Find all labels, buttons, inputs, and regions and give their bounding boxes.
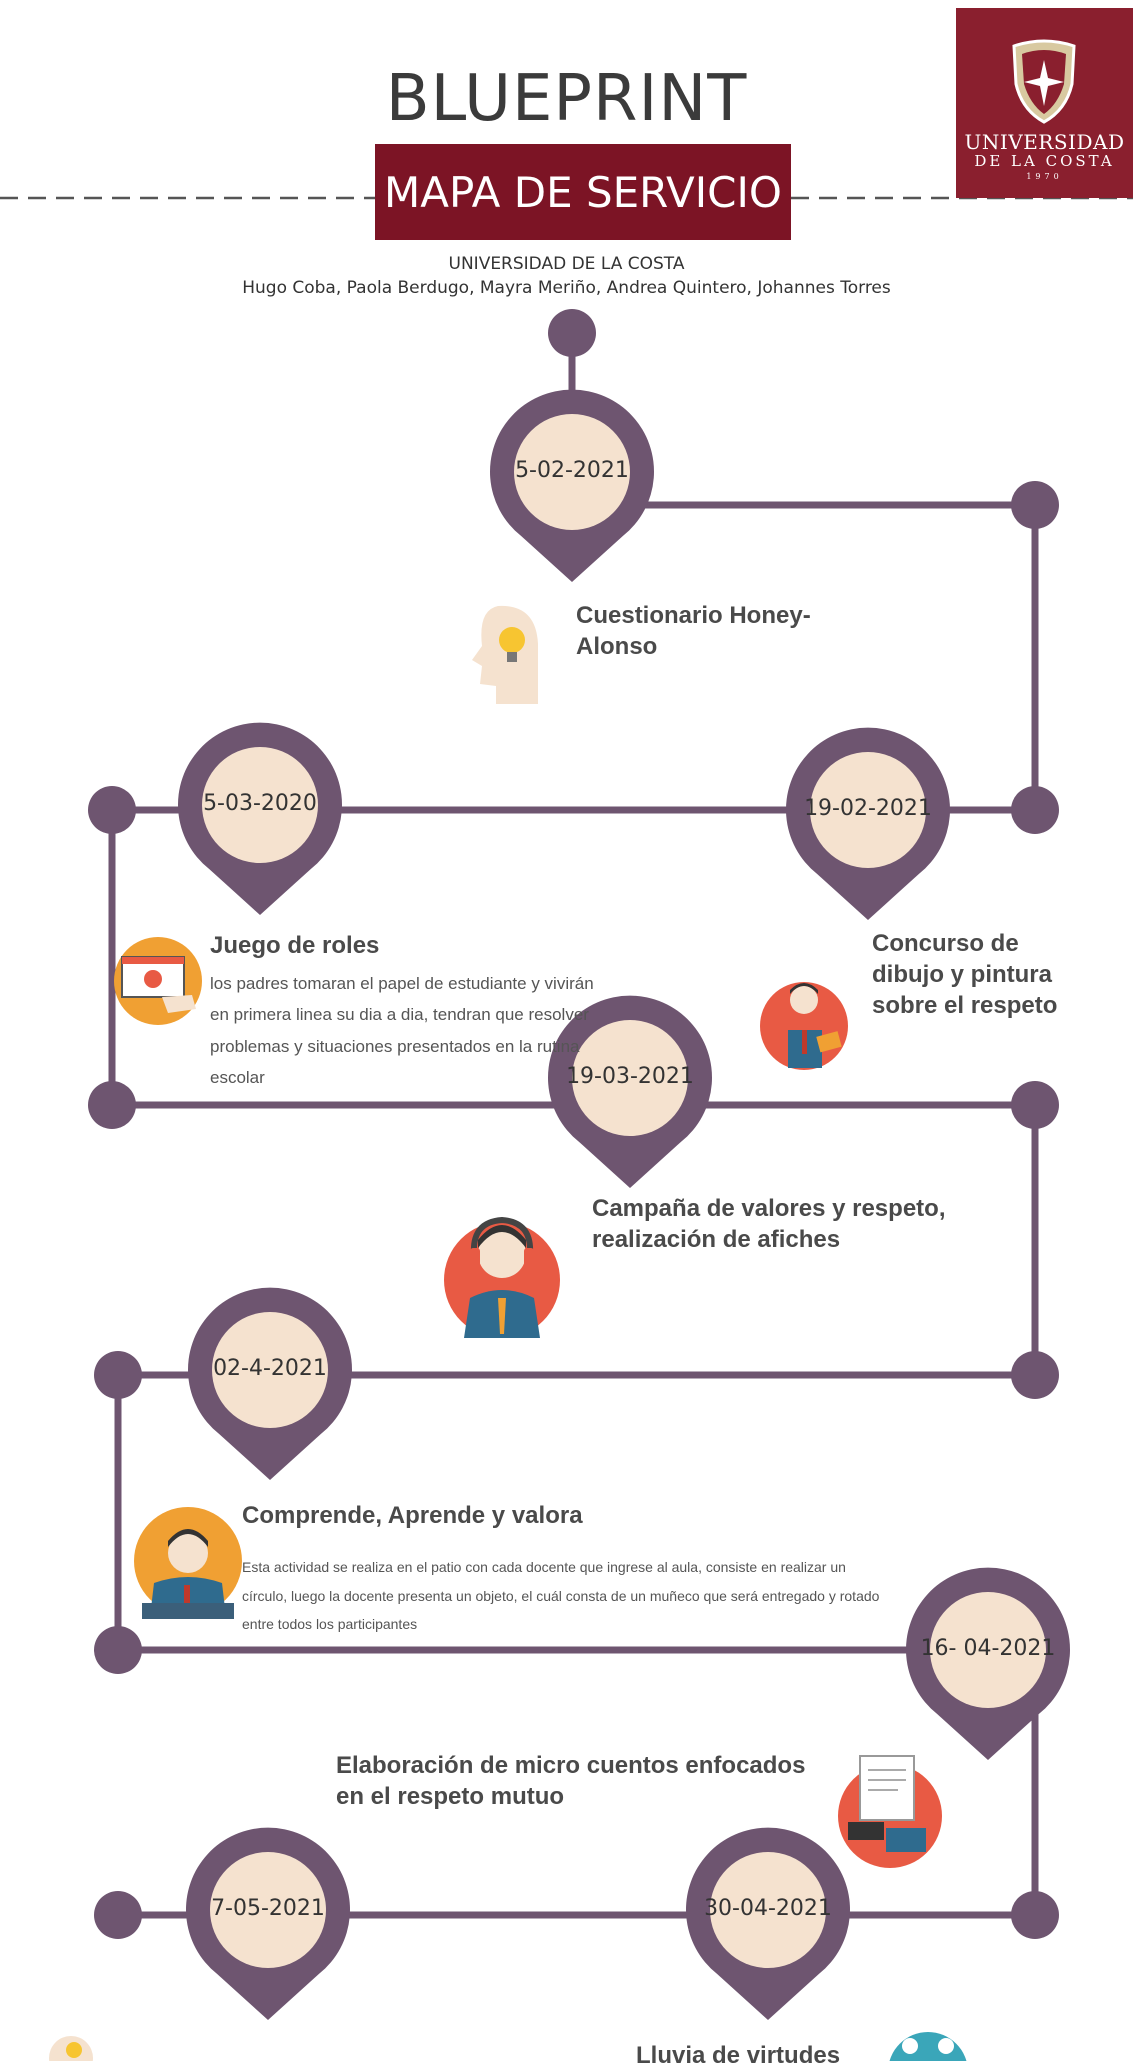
milestone-date: 19-02-2021	[804, 796, 932, 821]
date-pin-marker	[906, 1567, 1070, 1760]
milestone-date: 5-03-2020	[203, 791, 317, 816]
date-pin-marker	[686, 1827, 850, 2020]
milestone-date: 02-4-2021	[213, 1356, 327, 1381]
milestone-title: Concurso de dibujo y pintura sobre el re…	[872, 930, 1058, 1020]
milestone-date: 5-02-2021	[515, 458, 629, 483]
logo-wordmark: UNIVERSIDAD	[964, 130, 1125, 154]
monitor-hand-icon	[114, 937, 202, 1025]
date-pin-marker	[490, 389, 654, 582]
headset-agent-icon	[444, 1216, 560, 1338]
network-icon	[889, 2032, 967, 2061]
milestone-date: 19-03-2021	[566, 1064, 694, 1089]
institution-name: UNIVERSIDAD DE LA COSTA	[448, 254, 685, 274]
milestone-description: los padres tomaran el papel de estudiant…	[210, 974, 594, 1088]
banner-label: MAPA DE SERVICIO	[384, 167, 782, 217]
page-title: BLUEPRINT	[385, 62, 748, 136]
date-pin-marker	[178, 722, 342, 915]
businessman-icon	[760, 982, 848, 1070]
authors-list: Hugo Coba, Paola Berdugo, Mayra Meriño, …	[242, 278, 891, 298]
speaker-podium-icon	[134, 1507, 242, 1619]
date-pin-marker	[786, 727, 950, 920]
milestone-date: 16- 04-2021	[920, 1636, 1056, 1661]
milestone-title: Comprende, Aprende y valora	[242, 1502, 583, 1529]
university-logo: UNIVERSIDAD DE LA COSTA 1970	[956, 8, 1133, 198]
logo-wordmark-sub: DE LA COSTA	[974, 152, 1115, 170]
milestone-title: Juego de roles	[210, 932, 380, 959]
timeline-nodes	[88, 309, 1059, 1939]
payment-document-icon	[838, 1755, 942, 1868]
lightbulb-head-icon	[49, 2036, 93, 2061]
lightbulb-head-icon	[472, 605, 538, 704]
milestone-title: Lluvia de virtudes	[636, 2042, 841, 2069]
milestone-title: Elaboración de micro cuentos enfocados e…	[336, 1752, 806, 1811]
subtitle-banner: MAPA DE SERVICIO	[375, 144, 791, 240]
shield-icon	[1012, 39, 1076, 124]
date-pin-marker	[548, 995, 712, 1188]
date-pin-marker	[186, 1827, 350, 2020]
milestone-title: Campaña de valores y respeto, realizació…	[592, 1195, 946, 1254]
logo-year: 1970	[1026, 172, 1063, 181]
milestone-title: Cuestionario Honey- Alonso	[576, 602, 811, 661]
date-pin-marker	[188, 1287, 352, 1480]
milestone-date: 7-05-2021	[211, 1896, 325, 1921]
milestone-description: Esta actividad se realiza en el patio co…	[242, 1559, 880, 1633]
milestone-date: 30-04-2021	[704, 1896, 832, 1921]
